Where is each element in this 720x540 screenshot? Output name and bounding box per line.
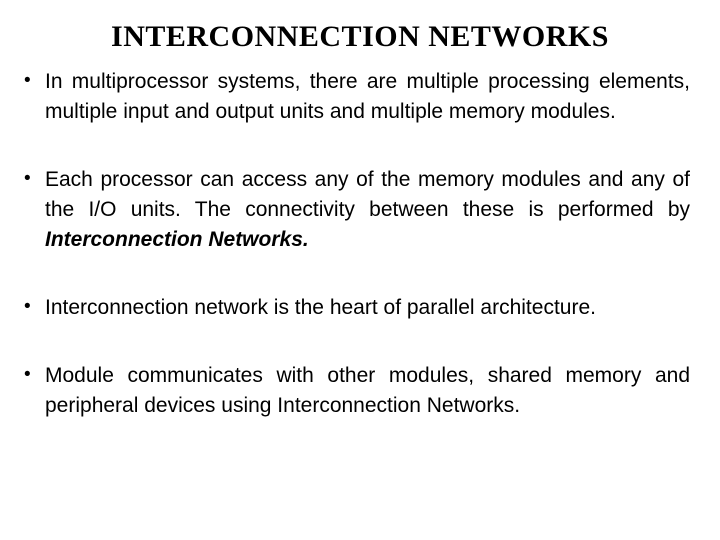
bullet-item: • Each processor can access any of the m… (22, 165, 690, 255)
bullet-item: • Interconnection network is the heart o… (22, 293, 690, 323)
bullet-list: • In multiprocessor systems, there are m… (0, 67, 720, 421)
slide-title: INTERCONNECTION NETWORKS (111, 20, 609, 53)
emphasized-text: Interconnection Networks. (45, 228, 309, 251)
bullet-dot-icon: • (24, 364, 31, 385)
bullet-text: Interconnection network is the heart of … (45, 296, 596, 319)
bullet-item: • Module communicates with other modules… (22, 361, 690, 421)
bullet-text: In multiprocessor systems, there are mul… (45, 70, 690, 123)
bullet-dot-icon: • (24, 296, 31, 317)
body-text: In multiprocessor systems, there are mul… (45, 70, 690, 123)
body-text: Module communicates with other modules, … (45, 364, 690, 417)
bullet-dot-icon: • (24, 168, 31, 189)
bullet-dot-icon: • (24, 70, 31, 91)
bullet-text: Each processor can access any of the mem… (45, 168, 690, 251)
bullet-item: • In multiprocessor systems, there are m… (22, 67, 690, 127)
body-text: Each processor can access any of the mem… (45, 168, 690, 221)
body-text: Interconnection network is the heart of … (45, 296, 596, 319)
bullet-text: Module communicates with other modules, … (45, 364, 690, 417)
